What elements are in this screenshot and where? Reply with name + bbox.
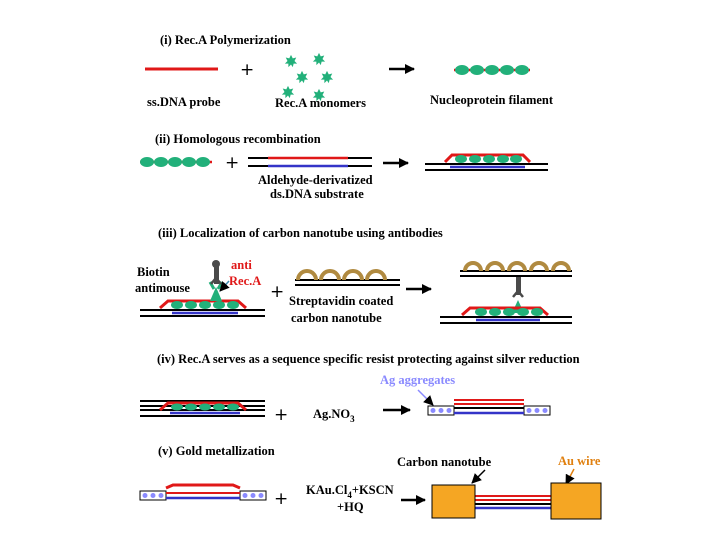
nucleoprotein-filament xyxy=(454,65,530,75)
ag-pointer-arrow xyxy=(417,389,434,406)
streptavidin-label-line-1: Streptavidin coated xyxy=(289,294,393,308)
carbon-nanotube-label: Carbon nanotube xyxy=(397,455,492,469)
dsdna-substrate xyxy=(248,156,372,168)
plus-sign: + xyxy=(274,405,288,425)
gold-wire-result xyxy=(431,482,602,520)
recombined-dsdna xyxy=(425,153,548,171)
recA-monomers-label: Rec.A monomers xyxy=(275,96,366,110)
section-5-title: (v) Gold metallization xyxy=(158,444,275,458)
assembled-complex xyxy=(440,261,572,324)
biotin-label-line-2: antimouse xyxy=(135,281,190,295)
nucleoprotein-filament-label: Nucleoprotein filament xyxy=(430,93,554,107)
ssdna-probe-label: ss.DNA probe xyxy=(147,95,221,109)
section-polymerization: (i) Rec.A Polymerization + ss.DNA probe … xyxy=(145,33,554,110)
plus-sign: + xyxy=(240,60,254,80)
anti-recA-label-line-2: Rec.A xyxy=(229,274,261,288)
section-1-title: (i) Rec.A Polymerization xyxy=(160,33,291,47)
substrate-label-line-1: Aldehyde-derivatized xyxy=(258,173,373,187)
ag-aggregates-label: Ag aggregates xyxy=(380,373,455,387)
recA-monomers xyxy=(281,52,334,102)
plus-sign: + xyxy=(274,489,288,509)
au-pointer-arrow xyxy=(565,468,575,485)
streptavidin-label-line-2: carbon nanotube xyxy=(291,311,382,325)
substrate-label-line-2: ds.DNA substrate xyxy=(270,187,364,201)
section-localization: (iii) Localization of carbon nanotube us… xyxy=(135,226,572,325)
section-3-title: (iii) Localization of carbon nanotube us… xyxy=(158,226,443,240)
section-4-title: (iv) Rec.A serves as a sequence specific… xyxy=(157,352,580,366)
au-wire-label: Au wire xyxy=(558,454,601,468)
anti-recA-label-line-1: anti xyxy=(231,258,252,272)
silver-reduced-dna xyxy=(427,399,551,416)
antibody-complex xyxy=(140,260,265,317)
nanotube-pointer-arrow xyxy=(471,469,486,484)
nucleoprotein-filament xyxy=(140,157,212,167)
biotin-label-line-1: Biotin xyxy=(137,265,170,279)
section-silver-resist: (iv) Rec.A serves as a sequence specific… xyxy=(140,352,580,425)
kaucl-label: KAu.Cl4+KSCN xyxy=(306,483,394,500)
streptavidin-nanotube xyxy=(295,269,400,286)
section-2-title: (ii) Homologous recombination xyxy=(155,132,321,146)
agno3-label: Ag.NO3 xyxy=(313,407,355,424)
silver-reduced-dna xyxy=(139,483,267,501)
plus-sign: + xyxy=(225,153,239,173)
hq-label: +HQ xyxy=(337,500,364,514)
section-recombination: (ii) Homologous recombination + xyxy=(140,132,548,201)
plus-sign: + xyxy=(270,282,284,302)
complex-with-nanotube xyxy=(140,400,265,417)
section-gold-metallization: (v) Gold metallization Carbon nanotube A… xyxy=(139,444,602,520)
